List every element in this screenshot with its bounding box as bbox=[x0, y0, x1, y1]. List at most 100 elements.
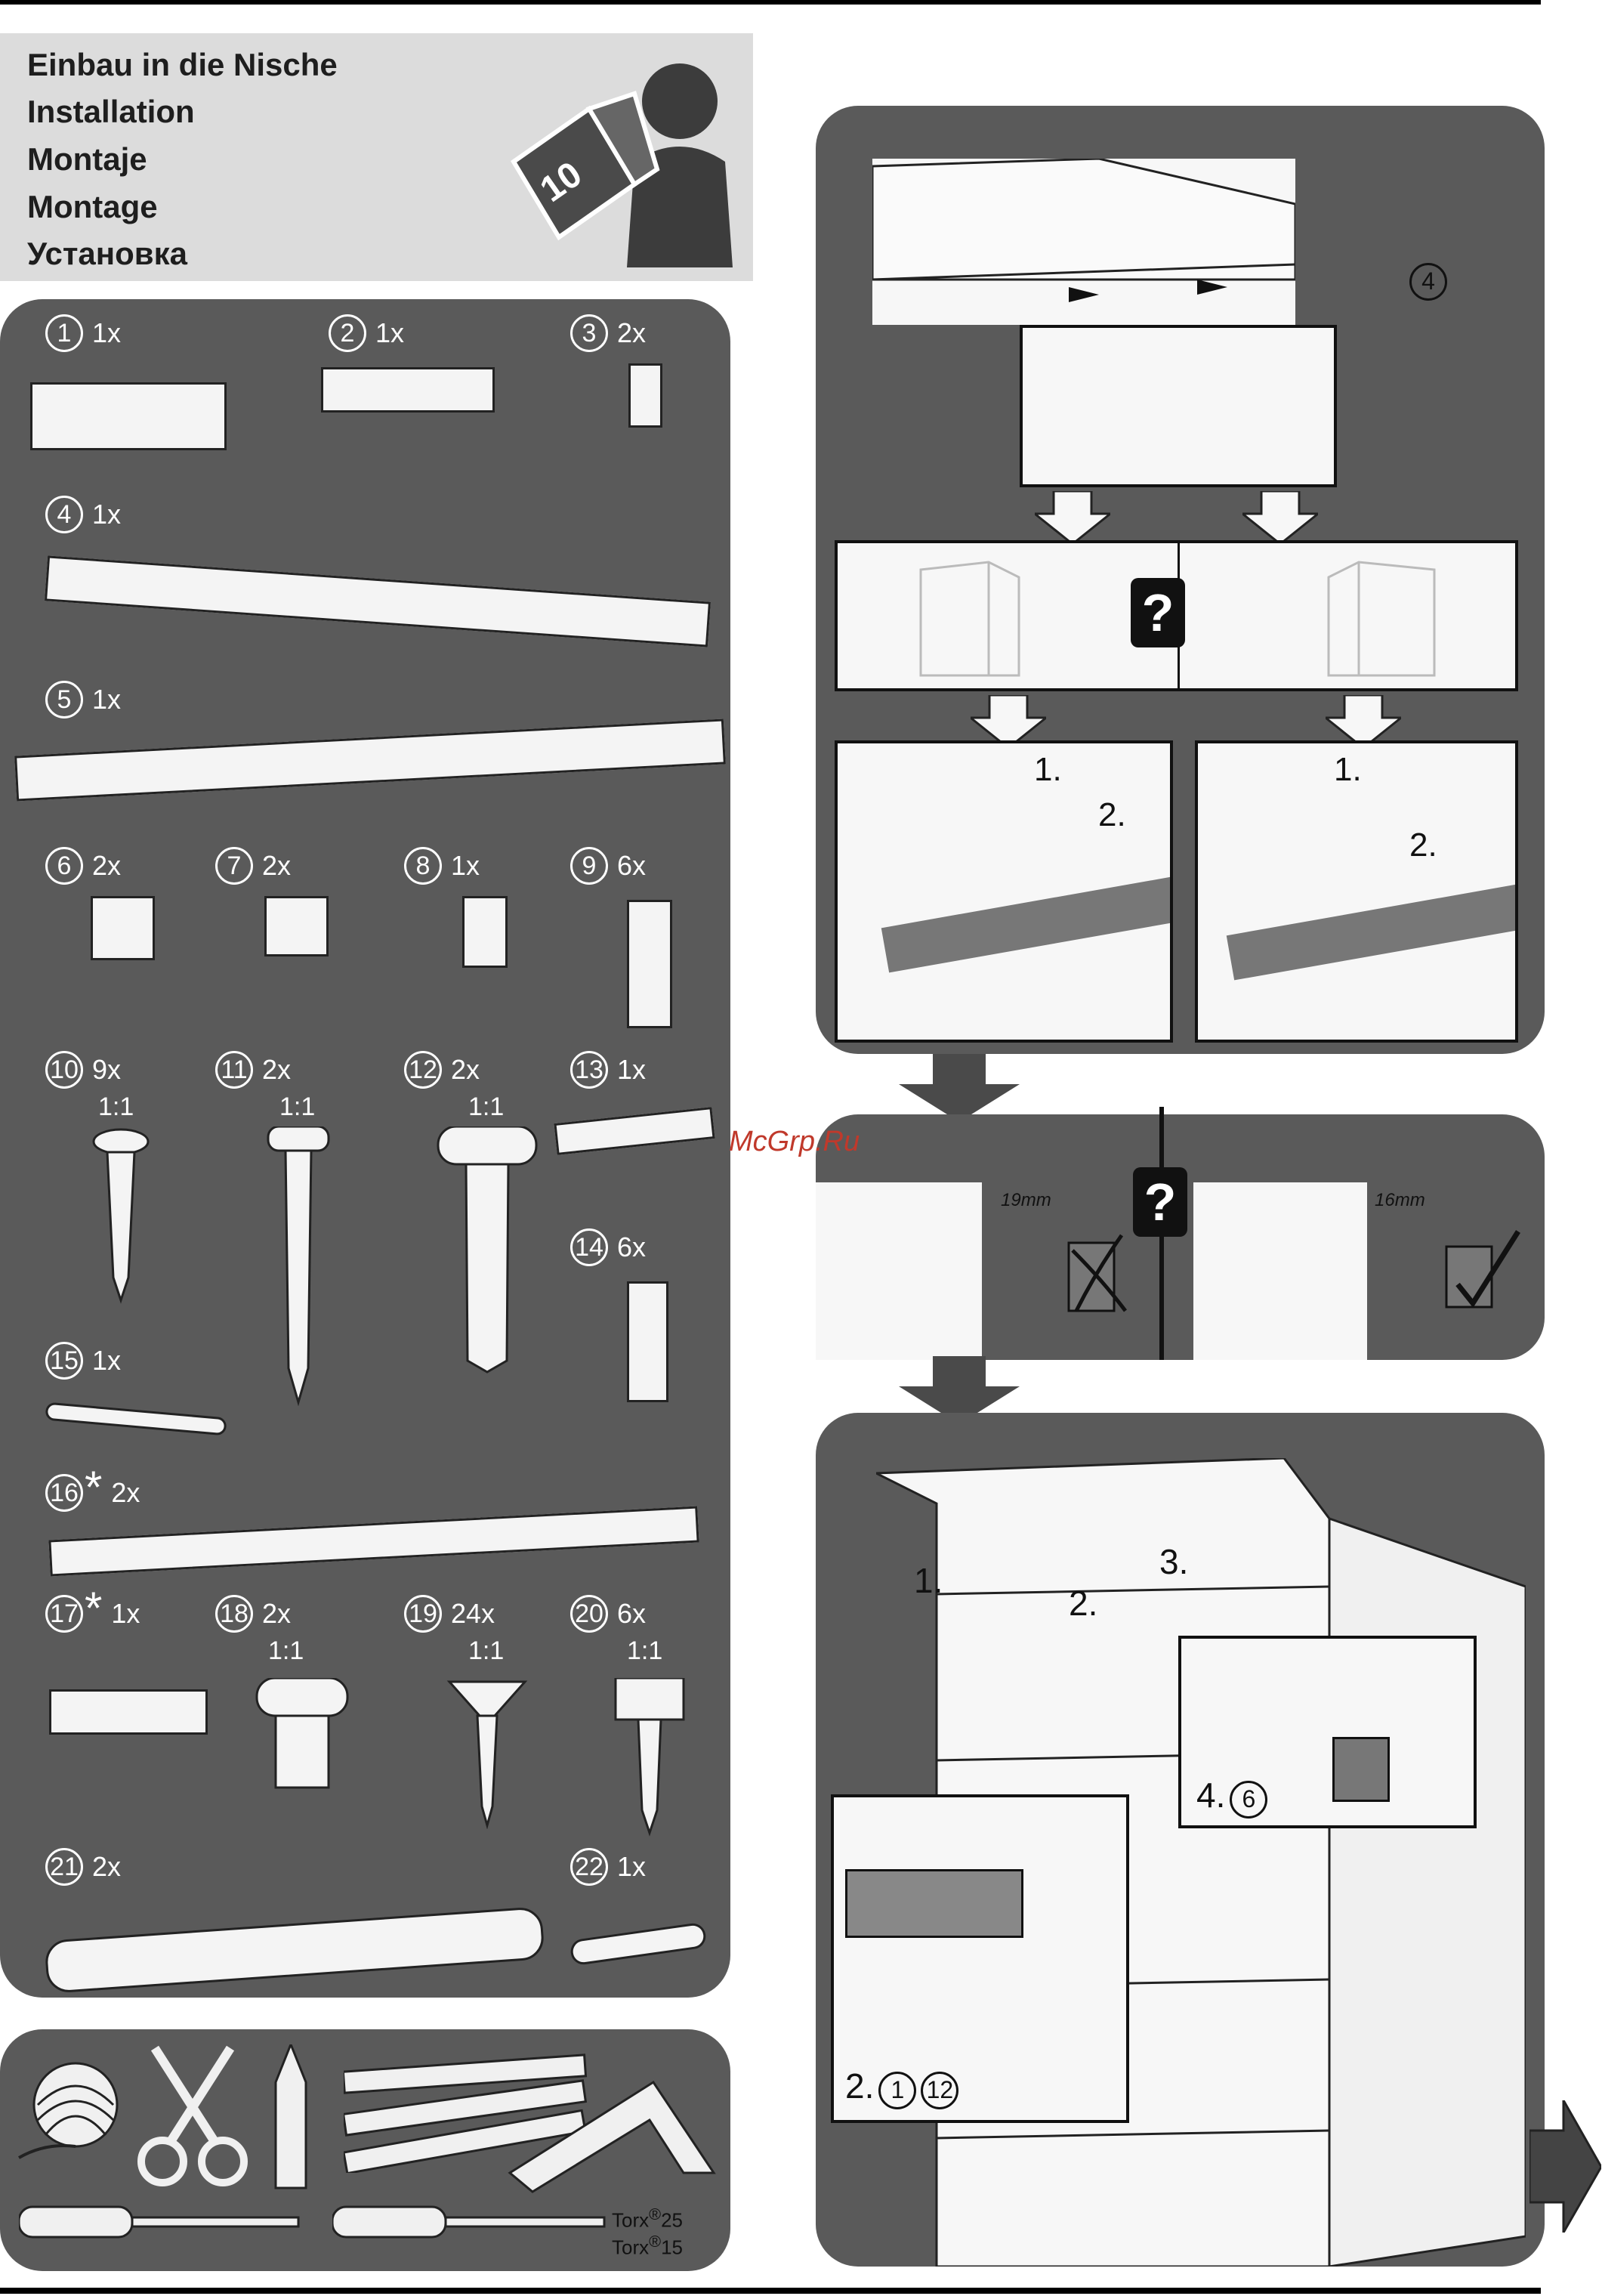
flat-screwdriver-icon bbox=[19, 2199, 306, 2245]
part-20-screw-image bbox=[604, 1678, 695, 1837]
set-square-icon bbox=[502, 2060, 721, 2196]
header-box: Einbau in die Nische Installation Montaj… bbox=[0, 33, 753, 281]
left-step-1: 1. bbox=[1034, 751, 1062, 789]
niche-16mm-illustration bbox=[1193, 1182, 1367, 1360]
bottom-step-4: 4.6 bbox=[1196, 1775, 1267, 1819]
part-4-image bbox=[45, 555, 711, 647]
part-16-label: 16*2x bbox=[45, 1474, 140, 1512]
part-15-image bbox=[45, 1402, 227, 1436]
hinge-plate bbox=[1332, 1737, 1390, 1802]
twine-ball-icon bbox=[15, 2052, 128, 2165]
part-7-image bbox=[264, 896, 329, 956]
part-13-image bbox=[554, 1107, 715, 1155]
bottom-rule bbox=[0, 2288, 1541, 2294]
wrong-mark-icon bbox=[1065, 1228, 1133, 1318]
part-9-image bbox=[627, 900, 672, 1028]
right-step-2: 2. bbox=[1409, 827, 1437, 864]
part-19-screw-image bbox=[446, 1678, 529, 1829]
torx-15-label: Torx®15 bbox=[612, 2232, 683, 2260]
bottom-step-2: 2. bbox=[1069, 1583, 1097, 1624]
dim-19mm: 19mm bbox=[1001, 1190, 1051, 1211]
part-14-image bbox=[627, 1281, 668, 1402]
part-12-screw-image bbox=[434, 1126, 540, 1376]
question-badge: ? bbox=[1131, 578, 1185, 647]
part-16-image bbox=[48, 1506, 699, 1577]
bottom-step-3: 3. bbox=[1159, 1541, 1188, 1582]
cover-strip bbox=[1227, 885, 1518, 981]
part-1-image bbox=[30, 382, 227, 450]
part-12-scale: 1:1 bbox=[468, 1092, 504, 1122]
arrow-down-icon bbox=[1035, 491, 1110, 544]
part-8-image bbox=[462, 896, 508, 968]
title-en: Installation bbox=[27, 94, 195, 130]
part-21-image bbox=[44, 1906, 545, 1994]
next-page-arrow-icon[interactable] bbox=[1529, 2100, 1601, 2233]
right-step-1: 1. bbox=[1334, 751, 1362, 789]
bottom-step-1: 1. bbox=[914, 1560, 943, 1601]
left-step-2: 2. bbox=[1098, 796, 1126, 834]
left-hinge-cover-illustration: 1. 2. bbox=[835, 740, 1173, 1043]
arrow-down-dark-icon bbox=[899, 1054, 1020, 1122]
tools-panel: Torx®25 Torx®15 bbox=[0, 2029, 730, 2271]
title-es: Montaje bbox=[27, 141, 147, 178]
cover-strip bbox=[881, 877, 1173, 973]
cabinet-top-illustration bbox=[872, 159, 1295, 325]
scissors-icon bbox=[132, 2044, 253, 2188]
part-10-scale: 1:1 bbox=[98, 1092, 134, 1122]
part-2-image bbox=[321, 367, 495, 413]
part-18-scale: 1:1 bbox=[268, 1636, 304, 1666]
pencil-icon bbox=[268, 2044, 313, 2196]
reading-person-icon: 10 bbox=[506, 48, 740, 275]
watermark: McGrp.Ru bbox=[729, 1126, 860, 1158]
part-5-image bbox=[14, 718, 726, 801]
step-4-label: 4 bbox=[1405, 257, 1447, 301]
hinge-detail-box: 4.6 bbox=[1178, 1636, 1477, 1828]
part-11-screw-image bbox=[264, 1126, 332, 1406]
arrow-down-icon bbox=[1242, 491, 1318, 544]
part-17-label: 17*1x bbox=[45, 1595, 140, 1633]
torx-screwdriver-icon bbox=[332, 2199, 612, 2245]
part-22-image bbox=[569, 1922, 708, 1967]
part-6-image bbox=[91, 896, 155, 960]
torx-25-label: Torx®25 bbox=[612, 2205, 683, 2233]
part-3-image bbox=[628, 363, 662, 428]
part-19-scale: 1:1 bbox=[468, 1636, 504, 1666]
part-10-screw-image bbox=[91, 1126, 151, 1308]
question-badge: ? bbox=[1133, 1167, 1187, 1237]
dim-16mm: 16mm bbox=[1375, 1190, 1425, 1211]
niche-19mm-illustration bbox=[816, 1182, 982, 1360]
title-ru: Установка bbox=[27, 236, 187, 272]
correct-mark-icon bbox=[1443, 1224, 1526, 1315]
part-20-scale: 1:1 bbox=[627, 1636, 662, 1666]
part-17-image bbox=[49, 1689, 208, 1735]
step-panel-top: 4 ? 1. 2. 1. 2. bbox=[816, 106, 1545, 1054]
step-panel-middle: 19mm ? 16mm bbox=[816, 1114, 1545, 1360]
detail-clip-illustration bbox=[1020, 325, 1337, 487]
part-11-scale: 1:1 bbox=[279, 1092, 315, 1122]
fixing-bracket bbox=[845, 1869, 1023, 1938]
